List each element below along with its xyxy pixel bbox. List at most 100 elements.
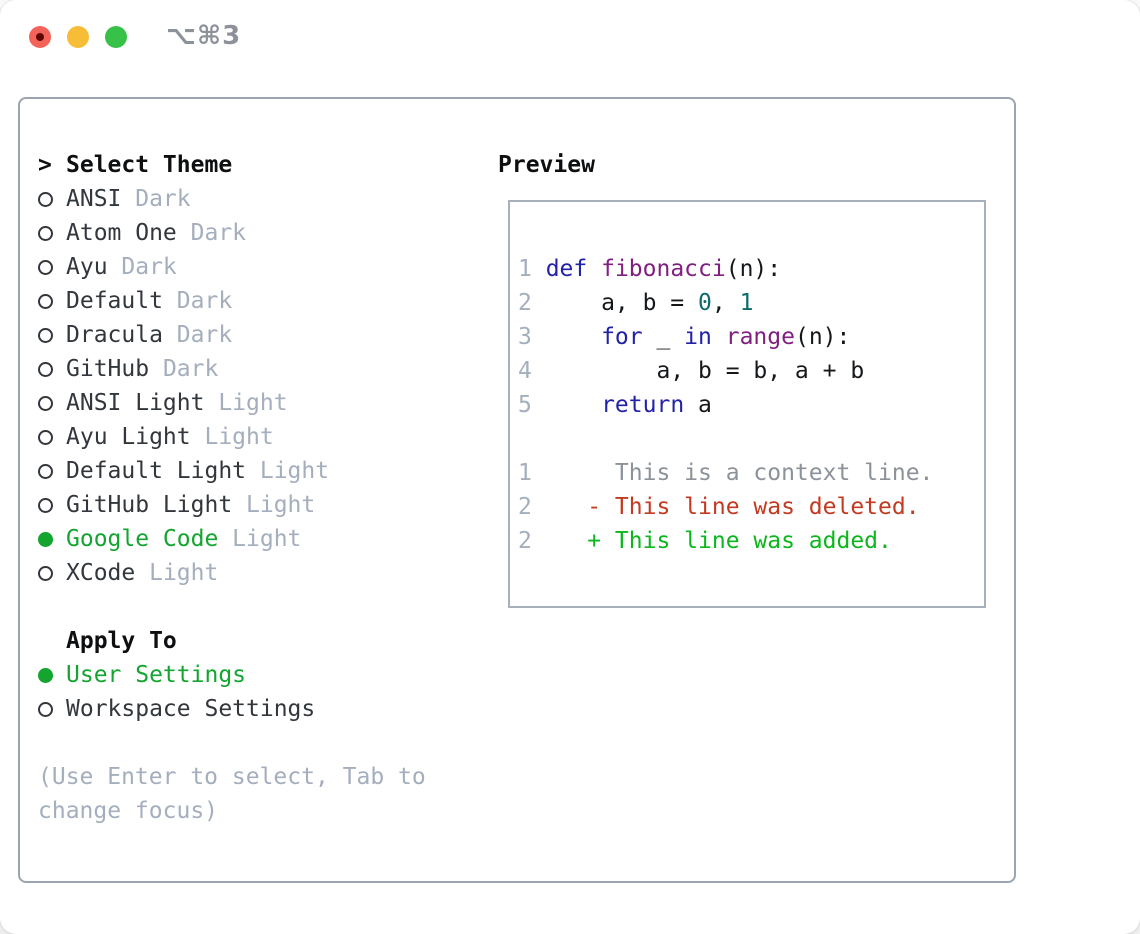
theme-name: Dracula [66,322,163,348]
code-segment: a [684,392,712,418]
radio-circle-icon [38,395,53,411]
line-number: 1 [518,256,532,282]
radio-icon [38,497,66,513]
apply-to-option[interactable]: Workspace Settings [38,692,426,726]
line-number: 2 [518,494,532,520]
window-title-shortcut: ⌥⌘3 [166,21,242,51]
line-number: 5 [518,392,532,418]
radio-icon [38,191,66,207]
theme-name: Default [66,288,163,314]
zoom-button-icon[interactable] [105,26,127,48]
radio-circle-icon [38,191,53,207]
radio-icon [38,225,66,241]
radio-circle-icon [38,701,53,717]
close-button-icon[interactable] [29,26,51,48]
theme-variant: Dark [135,186,191,212]
code-line: 2 - This line was deleted. [518,490,933,524]
theme-variant: Light [204,424,274,450]
line-number: 4 [518,358,532,384]
theme-name: Ayu [66,254,108,280]
code-segment [546,392,601,418]
theme-option[interactable]: XCode Light [38,556,426,590]
theme-option[interactable]: Default Dark [38,284,426,318]
code-line: 2 a, b = 0, 1 [518,286,933,320]
code-segment: (n): [725,256,782,282]
spacer [38,590,426,624]
code-segment: + This line was added. [545,528,892,554]
code-segment: _ [642,324,685,350]
radio-circle-icon [38,293,53,309]
theme-name: Atom One [66,220,177,246]
theme-option[interactable]: GitHub Dark [38,352,426,386]
radio-icon [38,565,66,581]
hint-line: change focus) [38,798,219,824]
theme-option[interactable]: ANSI Light Light [38,386,426,420]
code-line: 3 for _ in range(n): [518,320,933,354]
apply-to-option[interactable]: User Settings [38,658,426,692]
code-segment: This is a context line. [545,460,934,486]
radio-circle-icon [38,259,53,275]
theme-variant: Dark [162,356,219,382]
radio-icon [38,361,66,377]
radio-circle-icon [38,225,53,241]
code-segment [587,256,601,282]
theme-list-header[interactable]: >Select Theme [38,148,426,182]
theme-variant: Dark [176,322,233,348]
code-line: 4 a, b = b, a + b [518,354,933,388]
code-segment: a, b = b, a + b [545,358,865,384]
minimize-button-icon[interactable] [67,26,89,48]
apply-to-title: Apply To [66,628,177,654]
hint-line: (Use Enter to select, Tab to [38,764,426,790]
theme-name: GitHub Light [66,492,233,518]
radio-circle-icon [38,565,53,581]
code-line: 2 + This line was added. [518,524,933,558]
titlebar: ⌥⌘3 [0,0,1140,74]
code-segment: fibonacci [601,256,726,282]
radio-icon [38,429,66,445]
theme-variant: Dark [176,288,233,314]
theme-name: ANSI Light [66,390,205,416]
theme-name: Google Code [66,526,219,552]
close-dot-icon [36,33,44,41]
apply-to-name: Workspace Settings [66,696,316,722]
radio-circle-icon [38,327,53,343]
theme-variant: Light [246,492,316,518]
code-segment: 0 [698,290,712,316]
code-segment: range [725,324,795,350]
code-segment: 1 [739,290,754,316]
radio-circle-icon [38,497,53,513]
radio-dot-icon [38,667,53,683]
code-segment: in [684,324,712,350]
code-segment: (n): [794,324,851,350]
theme-variant: Light [149,560,219,586]
radio-selected-icon [38,531,66,547]
theme-option[interactable]: Dracula Dark [38,318,426,352]
code-segment [712,324,726,350]
code-line: 1 This is a context line. [518,456,933,490]
apply-to-name: User Settings [66,662,247,688]
theme-name: XCode [66,560,136,586]
preview-title: Preview [498,152,595,178]
theme-option[interactable]: GitHub Light Light [38,488,426,522]
radio-icon [38,701,66,717]
code-segment: return [601,392,685,418]
theme-variant: Light [259,458,330,484]
code-line: 5 return a [518,388,933,422]
spacer [38,726,426,760]
code-segment [546,324,601,350]
radio-selected-icon [38,667,66,683]
theme-name: GitHub [66,356,150,382]
theme-variant: Light [218,390,288,416]
code-segment: , [711,290,740,316]
